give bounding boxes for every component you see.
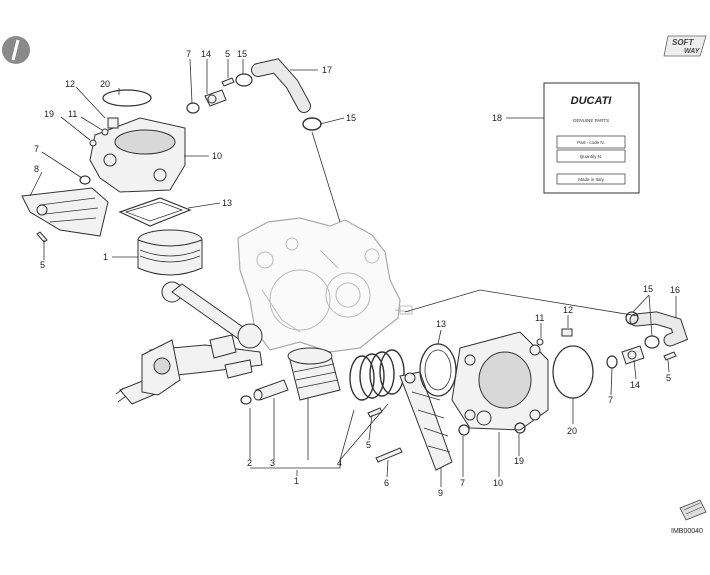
drawing-code: IMB00040 (671, 528, 703, 535)
o-ring-20 (102, 89, 152, 107)
label-3: 3 (270, 458, 275, 468)
part-numbers: 20 12 19 11 7 8 5 7 14 5 15 17 15 10 13 … (34, 49, 680, 498)
label-5-upper: 5 (225, 49, 230, 59)
cylinder-head-front (451, 331, 549, 431)
ring-15-right (644, 335, 660, 349)
label-12-front: 12 (563, 305, 573, 315)
ring-15-middle (302, 117, 322, 131)
o-ring-20-front (552, 345, 594, 399)
label-16: 16 (670, 285, 680, 295)
label-7-left: 7 (34, 144, 39, 154)
o-ring-7-upper (186, 102, 200, 114)
label-13-rear: 13 (222, 198, 232, 208)
stud-11-front (536, 338, 544, 346)
stud-11-left (101, 128, 109, 136)
label-9: 9 (438, 488, 443, 498)
label-4: 4 (337, 458, 342, 468)
chain-guide-9 (399, 371, 453, 471)
fitting-14-front (621, 345, 645, 365)
label-20-front: 20 (567, 426, 577, 436)
label-1-rear: 1 (103, 252, 108, 262)
label-card-quantity: Quantity N. (580, 154, 603, 159)
label-7-right: 7 (608, 395, 613, 405)
label-20-rear: 20 (100, 79, 110, 89)
label-1-front: 1 (294, 476, 299, 486)
label-12-rear: 12 (65, 79, 75, 89)
label-15-right: 15 (643, 284, 653, 294)
label-card-brand: DUCATI (571, 95, 613, 107)
screw-5-left (36, 231, 48, 243)
screw-5-right (663, 351, 677, 361)
o-ring-7-left (79, 175, 91, 185)
plug-12-front (561, 328, 573, 337)
piston-front (287, 347, 341, 401)
dowel-19-front (514, 422, 526, 434)
label-2: 2 (247, 458, 252, 468)
logo-line1: SOFT (672, 38, 694, 47)
label-19-front: 19 (514, 456, 524, 466)
leader-lines (29, 58, 677, 487)
label-19-rear: 19 (44, 109, 54, 119)
cylinder-head-rear (89, 117, 186, 193)
label-card-heading: GENUINE PARTS (573, 118, 609, 123)
fitting-14-upper (204, 89, 227, 107)
piston-pin-2-3 (240, 379, 289, 405)
softway-logo: SOFT WAY (663, 35, 707, 57)
label-11-front: 11 (535, 313, 544, 323)
piston-rear (137, 229, 203, 276)
label-7-front: 7 (460, 478, 465, 488)
drawing-code-block: IMB00040 (671, 499, 707, 535)
page-badge-icon (2, 36, 30, 64)
coolant-hose-17 (251, 58, 311, 113)
label-5-front: 5 (366, 440, 371, 450)
coolant-hose-16 (629, 311, 689, 347)
label-10-front: 10 (493, 478, 503, 488)
label-5-left: 5 (40, 260, 45, 270)
label-15-middle: 15 (346, 113, 356, 123)
ring-15-upper (235, 73, 253, 87)
o-ring-7-right (606, 355, 618, 369)
label-11-rear: 11 (68, 109, 77, 119)
ring-15-right-upper (625, 311, 639, 325)
label-card-part-code: Part - code N. (577, 140, 605, 145)
crankshaft-assembly (115, 281, 263, 405)
label-15-upper: 15 (237, 49, 247, 59)
base-gasket-13-front (419, 343, 457, 397)
o-ring-7-front (458, 424, 470, 436)
label-18: 18 (492, 113, 502, 123)
screw-5-upper (221, 77, 235, 87)
label-10-rear: 10 (212, 151, 222, 161)
chain-guide-8 (21, 187, 109, 237)
label-5-right: 5 (666, 373, 671, 383)
book-icon (679, 499, 707, 521)
genuine-parts-label: DUCATI GENUINE PARTS Part - code N. Quan… (543, 82, 640, 194)
label-6: 6 (384, 478, 389, 488)
label-14-front: 14 (630, 380, 640, 390)
label-17: 17 (322, 65, 332, 75)
logo-line2: WAY (684, 48, 701, 55)
base-gasket-13-rear (118, 197, 192, 227)
label-8: 8 (34, 164, 39, 174)
label-13-front: 13 (436, 319, 446, 329)
crankcase-outline (237, 217, 413, 353)
screw-5-front (367, 407, 383, 418)
label-card-made-in: Made in Italy (578, 177, 604, 182)
piston-rings-4 (349, 349, 405, 401)
dowel-19-left (89, 139, 97, 147)
label-7-upper: 7 (186, 49, 191, 59)
label-14-upper: 14 (201, 49, 211, 59)
screw-6 (375, 447, 403, 463)
